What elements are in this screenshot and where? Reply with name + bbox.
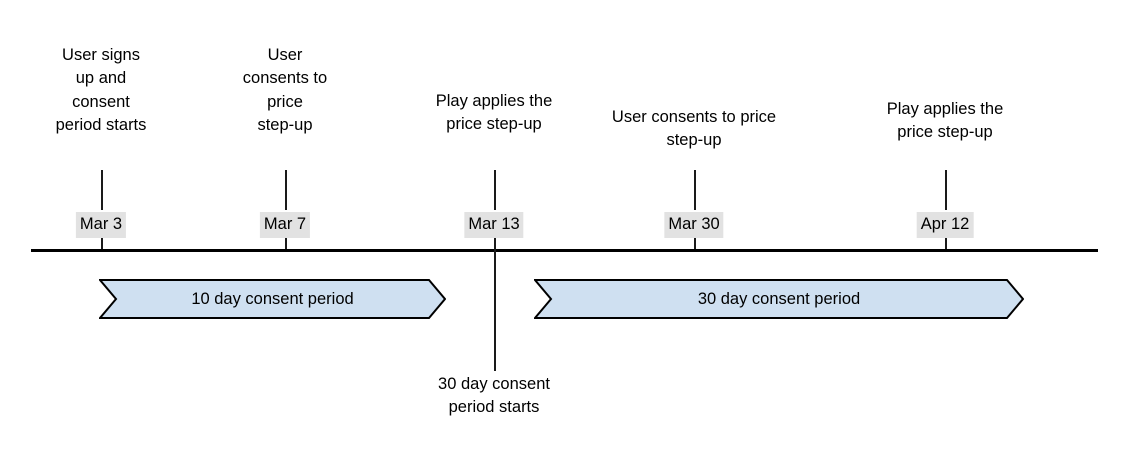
event-tick-consent-10day [285, 234, 287, 249]
event-stem-stepup-applied-1 [494, 170, 496, 210]
timeline-axis [31, 249, 1098, 252]
event-stem-signup [101, 170, 103, 210]
band-10-day-shape [99, 279, 446, 319]
event-stem-stepup-applied-2 [945, 170, 947, 210]
event-label-stepup-applied-1: Play applies the price step-up [435, 92, 553, 134]
event-label-stepup-applied-2: Play applies the price step-up [886, 100, 1004, 142]
event-stem-consent-30day [694, 170, 696, 210]
date-chip-stepup-applied-2: Apr 12 [916, 212, 974, 238]
band-30-day: 30 day consent period [534, 279, 1024, 319]
band-30-day-shape [534, 279, 1024, 319]
date-chip-stepup-applied-1: Mar 13 [464, 212, 524, 238]
note-connector-line [494, 249, 496, 371]
date-chip-consent-10day: Mar 7 [259, 212, 311, 238]
event-label-signup: User signs up and consent period starts [55, 46, 147, 135]
event-stem-consent-10day [285, 170, 287, 210]
band-30-day-label: 30 day consent period [697, 289, 861, 308]
band-10-day: 10 day consent period [99, 279, 446, 319]
band-10-day-label: 10 day consent period [191, 289, 354, 308]
event-label-consent-10day: User consents to price step-up [242, 46, 328, 135]
event-tick-consent-30day [694, 234, 696, 249]
note-30day-start-label: 30 day consent period starts [438, 375, 550, 417]
date-chip-signup: Mar 3 [75, 212, 127, 238]
event-tick-stepup-applied-1 [494, 234, 496, 249]
event-tick-stepup-applied-2 [945, 234, 947, 249]
event-tick-signup [101, 234, 103, 249]
date-chip-consent-30day: Mar 30 [664, 212, 724, 238]
event-label-consent-30day: User consents to price step-up [611, 108, 777, 150]
